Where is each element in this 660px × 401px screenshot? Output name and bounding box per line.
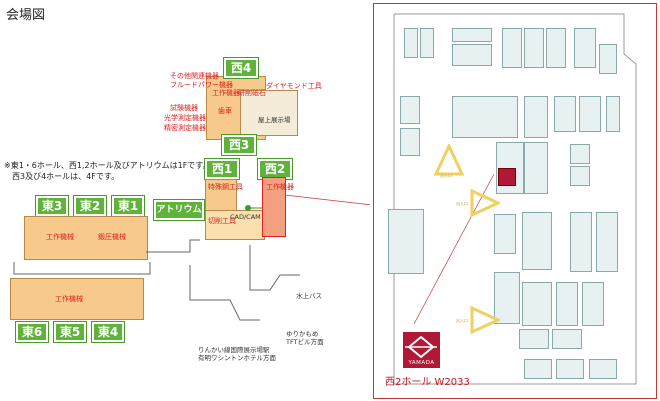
booth (556, 359, 584, 379)
label-east321: 工作機械 (46, 233, 74, 241)
entrance-label-1: 出入口 (440, 173, 452, 178)
booth (570, 166, 590, 186)
walkways (13, 194, 370, 321)
booth (570, 212, 592, 272)
booth (524, 28, 544, 68)
yamada-logo-mark-icon (405, 335, 437, 359)
label-machine-tools-top: 工作機器 (212, 89, 240, 97)
label-east21: 鍛圧機械 (98, 233, 126, 241)
booth (502, 28, 522, 68)
label-east654: 工作機械 (55, 295, 83, 303)
booth (494, 272, 520, 324)
entrance-arrow-right-2 (470, 306, 500, 334)
booth (404, 28, 418, 58)
tag-east3[interactable]: 東3 (36, 196, 68, 216)
booth (574, 28, 596, 68)
booth (524, 142, 548, 194)
hall-east321 (24, 216, 148, 260)
tag-east5[interactable]: 東5 (54, 322, 86, 342)
label-cadcam: CAD/CAM (230, 213, 261, 221)
booth (388, 209, 424, 274)
booth (522, 282, 552, 326)
tag-east2[interactable]: 東2 (74, 196, 106, 216)
entrance-arrow-right-1 (470, 189, 500, 217)
label-test-equipment: 試験機器 (170, 104, 198, 112)
hall-east654 (10, 278, 144, 320)
booth (452, 44, 492, 66)
inset-outline (393, 13, 637, 385)
inset-floorplan: 出入口 出入口 出入口 (373, 3, 657, 399)
booth (570, 144, 590, 164)
tag-west2[interactable]: 西2 (258, 159, 292, 179)
booth (582, 282, 604, 326)
booth (522, 212, 552, 270)
label-fluid-power: フルードパワー機器 (170, 81, 233, 89)
booth (400, 128, 420, 156)
tag-east4[interactable]: 東4 (92, 322, 124, 342)
label-precision: 精密測定機器 (164, 124, 206, 132)
booth (420, 28, 434, 58)
booth (596, 212, 618, 272)
page-title: 会場図 (6, 8, 46, 23)
label-gears: 歯車 (218, 107, 232, 115)
label-optical: 光学測定機器 (164, 114, 206, 122)
booth (599, 44, 617, 74)
hall-west2[interactable] (262, 177, 286, 237)
booth (554, 96, 576, 132)
tag-atrium[interactable]: アトリウム (154, 200, 204, 220)
booth (606, 96, 620, 132)
tag-west4[interactable]: 西4 (224, 58, 258, 78)
booth (452, 96, 518, 138)
yamada-logo-text: YAMADA (408, 360, 435, 366)
booth (524, 96, 548, 138)
booth (400, 96, 420, 124)
label-rooftop: 屋上展示場 (258, 116, 291, 124)
booth-w2033-highlight[interactable] (498, 168, 516, 186)
tag-west1[interactable]: 西1 (205, 159, 239, 179)
entrance-label-3: 出入口 (456, 318, 468, 323)
label-special-tools: 特殊鋼工具 (208, 183, 243, 191)
entrance-label-2: 出入口 (456, 201, 468, 206)
label-water-bus: 水上バス (296, 292, 322, 300)
yamada-logo: YAMADA (403, 332, 440, 368)
tag-east1[interactable]: 東1 (112, 196, 144, 216)
entrance-arrow-up (434, 144, 464, 176)
label-diamond: ダイヤモンド工具 (266, 82, 322, 90)
floor-note: ※東1・6ホール、西1,2ホール及びアトリウムは1Fです。 西3及び4ホールは、… (4, 161, 211, 181)
label-cutting-tools: 切削工具 (208, 217, 236, 225)
label-rinkai: りんかい線国際展示場駅 有明ワシントンホテル方面 (198, 346, 276, 362)
booth (452, 28, 492, 42)
label-yurikamome: ゆりかもめ TFTビル方面 (286, 330, 324, 346)
booth (546, 28, 566, 68)
booth (494, 214, 516, 254)
label-grinding: 研削砥石 (238, 89, 266, 97)
booth (519, 329, 549, 349)
booth (552, 329, 582, 349)
hall-west34-right (240, 90, 298, 136)
booth (524, 359, 552, 379)
booth-caption: 西2ホール W2033 (385, 377, 470, 388)
label-machine-equip: 工作機器 (266, 183, 294, 191)
booth (579, 96, 601, 132)
tag-east6[interactable]: 東6 (16, 322, 48, 342)
tag-west3[interactable]: 西3 (222, 135, 256, 155)
booth (556, 282, 578, 326)
label-other-mfg: その他関連機器 (170, 72, 219, 80)
booth (589, 359, 617, 379)
